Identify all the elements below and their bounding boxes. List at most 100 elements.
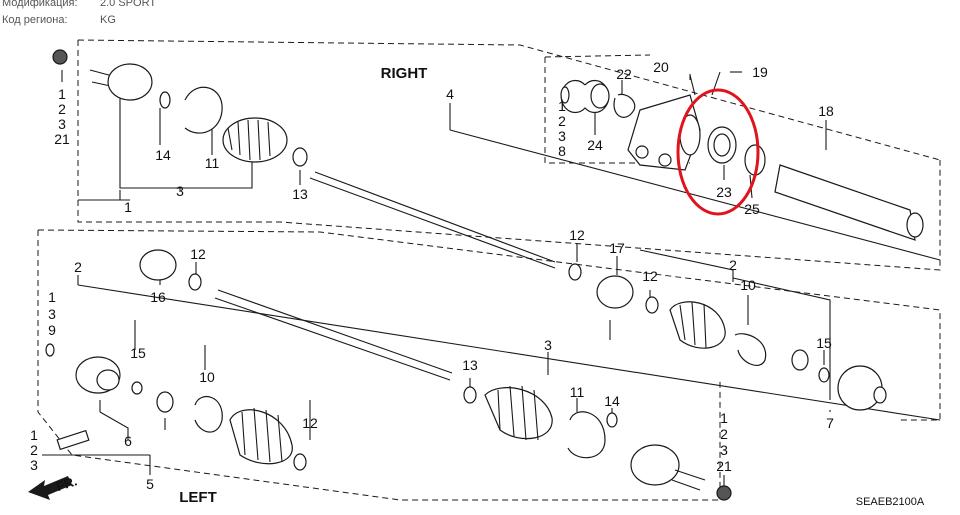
outer-joint-right: [107, 63, 153, 101]
region-value: KG: [100, 14, 116, 26]
callout-3-b: 3: [544, 337, 552, 353]
bearing-24-inner: [590, 83, 610, 109]
callout-7: 7: [826, 415, 834, 431]
highlight-circle: [676, 88, 760, 216]
nut-21-left: [716, 485, 732, 501]
clip-15-left: [131, 381, 143, 395]
right-lower-assembly: [568, 263, 887, 411]
boot-right-inner: [669, 301, 726, 349]
callout-r-1: 1: [558, 98, 566, 114]
circlip-right: [560, 86, 570, 104]
callout-bl-1: 1: [30, 427, 38, 443]
left-outer-assembly: [463, 385, 732, 501]
callout-bl-2: 2: [30, 442, 38, 458]
shaft-18-end: [906, 212, 924, 238]
callout-12-a: 12: [569, 227, 585, 243]
region-key: Код региона:: [2, 14, 68, 26]
clamp-12-b: [188, 273, 202, 291]
shaft-18: [774, 164, 916, 241]
callout-13: 13: [292, 186, 308, 202]
clamp-band-11-right: [184, 86, 223, 134]
callout-13-b: 13: [462, 357, 478, 373]
clamp-12-d: [293, 453, 307, 471]
clamp-band-10-left: [194, 396, 223, 433]
callout-10-a: 10: [740, 277, 756, 293]
callout-12-d: 12: [302, 415, 318, 431]
boot-left-outer: [484, 387, 553, 440]
callout-22: 22: [616, 66, 632, 82]
callout-24: 24: [587, 137, 603, 153]
clip-9: [45, 343, 55, 357]
spider-left: [156, 391, 174, 413]
clamp-band-11-left: [567, 411, 606, 459]
callout-11-b: 11: [570, 384, 585, 400]
callout-tl-21: 21: [54, 131, 70, 147]
group-frames: [37, 39, 941, 501]
callout-19: 19: [752, 64, 768, 80]
callout-14-b: 14: [604, 393, 620, 409]
callout-15-b: 15: [816, 335, 832, 351]
label-left: LEFT: [179, 489, 217, 506]
clamp-13-left: [463, 386, 477, 404]
spider-15-right: [791, 349, 809, 371]
outer-joint-left: [630, 444, 680, 486]
grease-tube: [56, 429, 90, 451]
callout-20: 20: [653, 59, 669, 75]
front-arrow-label: FR.: [54, 473, 79, 494]
callout-l-9: 9: [48, 322, 56, 338]
bracket-hole-2: [658, 153, 672, 167]
inner-joint-right-end: [873, 386, 887, 404]
inner-joint-right: [837, 365, 883, 411]
callout-labels: RIGHT LEFT FR. SEAEB2100A 1 2 3 21 14 11…: [30, 59, 925, 508]
clamp-band-10-right: [734, 333, 767, 366]
callout-12-b: 12: [190, 246, 206, 262]
clamp-14-right: [159, 91, 171, 109]
callout-l-3: 3: [48, 306, 56, 322]
left-driveshaft: [45, 249, 453, 471]
callout-6: 6: [124, 433, 132, 449]
callout-br-3: 3: [720, 442, 728, 458]
boot-right: [222, 117, 288, 163]
right-driveshaft: [52, 49, 556, 269]
callout-4: 4: [446, 86, 454, 102]
callout-23: 23: [716, 184, 732, 200]
callout-5: 5: [146, 476, 154, 492]
snap-ring-22: [613, 93, 636, 118]
callout-10-b: 10: [199, 369, 215, 385]
bearing-23-inner: [713, 133, 731, 157]
inner-joint-left-cup: [96, 369, 120, 391]
callout-tl-3: 3: [58, 116, 66, 132]
clamp-14-left: [606, 412, 618, 428]
damper-16: [139, 249, 177, 281]
diagram-code: SEAEB2100A: [856, 496, 925, 508]
callout-tl-2: 2: [58, 101, 66, 117]
nut-21-right: [52, 49, 68, 65]
callout-l-1: 1: [48, 289, 56, 305]
callout-14: 14: [155, 147, 171, 163]
callout-r-8: 8: [558, 143, 566, 159]
clamp-12-a: [568, 263, 582, 281]
intermediate-shaft: [560, 71, 924, 241]
callout-12-c: 12: [642, 268, 658, 284]
callout-2-a: 2: [729, 257, 737, 273]
callout-br-1: 1: [720, 410, 728, 426]
callout-br-21: 21: [716, 458, 732, 474]
callout-r-3: 3: [558, 128, 566, 144]
leader-lines: [42, 70, 941, 488]
callout-11: 11: [205, 155, 220, 171]
modification-value: 2.0 SPORT: [100, 0, 157, 9]
callout-r-2: 2: [558, 113, 566, 129]
callout-16: 16: [150, 289, 166, 305]
clip-right: [818, 367, 830, 383]
callout-tl-1: 1: [58, 86, 66, 102]
clamp-13-right: [292, 147, 308, 167]
front-arrow-icon: [28, 476, 72, 500]
bracket-hole-1: [635, 145, 649, 159]
clamp-12-c: [645, 296, 659, 314]
callout-25: 25: [744, 201, 760, 217]
callout-bl-3: 3: [30, 457, 38, 473]
callout-2-b: 2: [74, 259, 82, 275]
callout-18: 18: [818, 103, 834, 119]
bearing-17: [596, 275, 634, 309]
callout-3: 3: [176, 183, 184, 199]
